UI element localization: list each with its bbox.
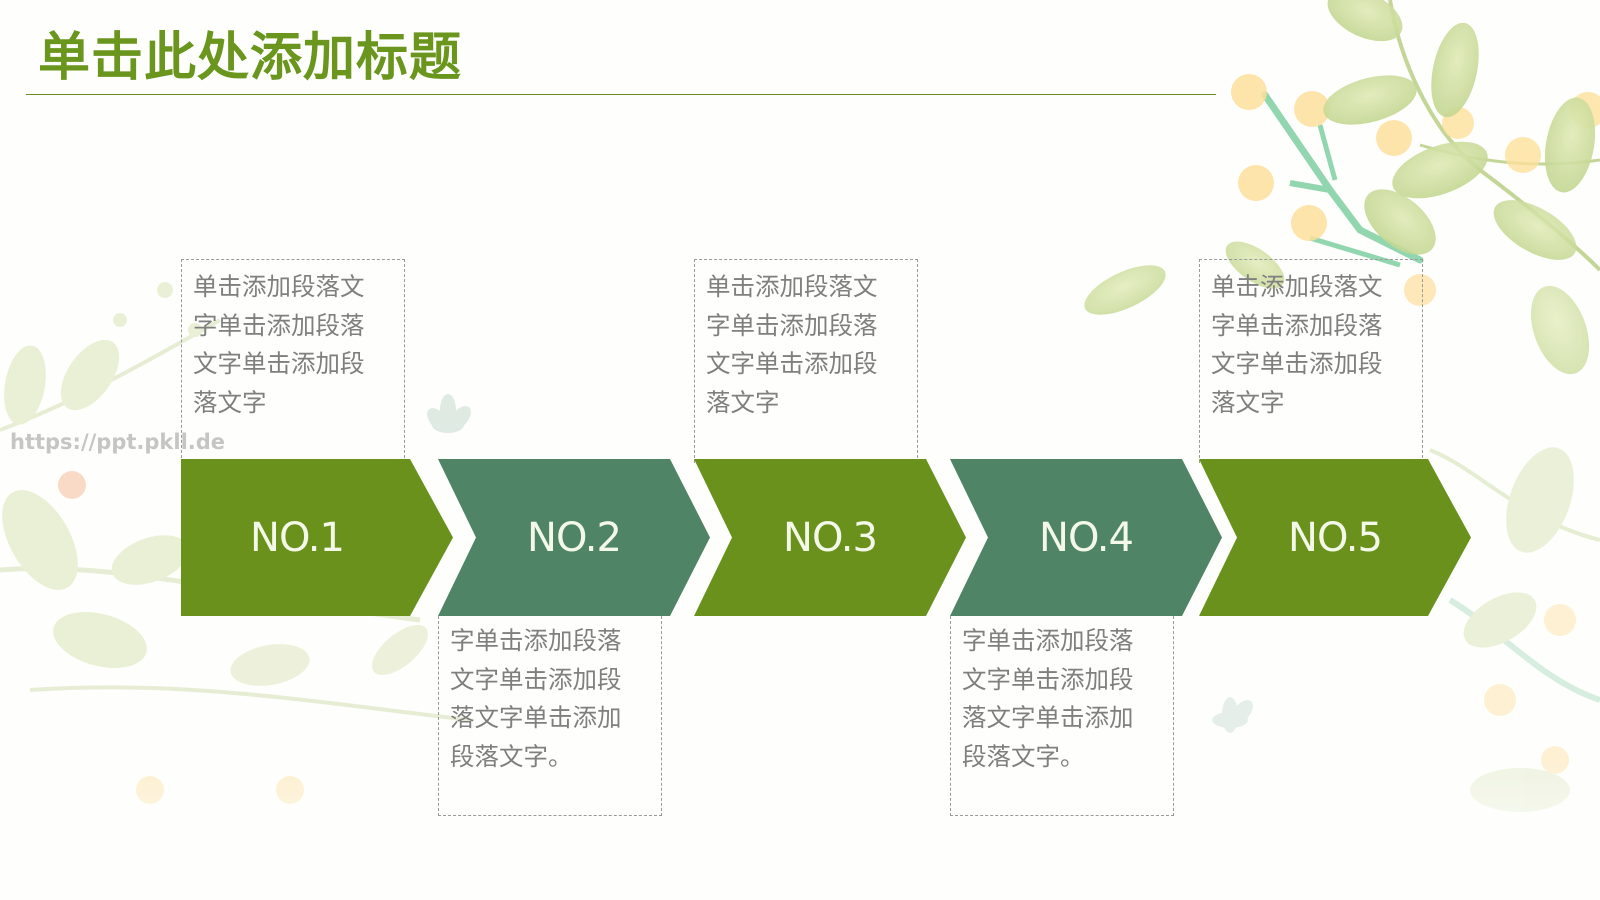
step-4-textbox[interactable]: 字单击添加段落 文字单击添加段 落文字单击添加 段落文字。 <box>950 616 1174 816</box>
step-3-label: NO.3 <box>783 514 878 561</box>
text-line: 落文字单击添加 <box>962 703 1134 732</box>
step-1-textbox[interactable]: 单击添加段落文 字单击添加段落 文字单击添加段 落文字 <box>181 259 405 463</box>
text-line: 落文字 <box>193 387 267 417</box>
step-3-chevron[interactable]: NO.3 <box>694 459 966 616</box>
slide-title[interactable]: 单击此处添加标题 <box>38 28 463 88</box>
text-line: 文字单击添加段 <box>706 349 878 378</box>
text-line: 文字单击添加段 <box>962 664 1134 694</box>
step-5-label: NO.5 <box>1288 514 1383 561</box>
text-line: 落文字 <box>706 387 780 417</box>
chevron-shape <box>438 459 710 616</box>
step-5-textbox[interactable]: 单击添加段落文 字单击添加段落 文字单击添加段 落文字 <box>1199 259 1423 463</box>
chevron-shape <box>694 459 966 616</box>
step-2-textbox[interactable]: 字单击添加段落 文字单击添加段 落文字单击添加 段落文字。 <box>438 616 662 816</box>
text-line: 文字单击添加段 <box>450 664 622 694</box>
text-line: 段落文字。 <box>962 741 1085 771</box>
text-line: 落文字 <box>1211 387 1285 417</box>
step-4-label: NO.4 <box>1039 514 1134 561</box>
text-line: 单击添加段落文 <box>706 272 878 301</box>
step-1-chevron[interactable]: NO.1 <box>181 459 453 616</box>
text-line: 单击添加段落文 <box>1211 272 1383 301</box>
title-underline <box>26 94 1216 95</box>
chevron-shape <box>181 459 453 616</box>
text-line: 文字单击添加段 <box>1211 349 1383 378</box>
chevron-shape <box>950 459 1222 616</box>
text-line: 字单击添加段落 <box>193 310 365 340</box>
text-line: 字单击添加段落 <box>962 626 1134 655</box>
text-line: 文字单击添加段 <box>193 349 365 378</box>
step-2-label: NO.2 <box>527 514 622 561</box>
text-line: 单击添加段落文 <box>193 272 365 301</box>
text-line: 段落文字。 <box>450 741 573 771</box>
step-3-textbox[interactable]: 单击添加段落文 字单击添加段落 文字单击添加段 落文字 <box>694 259 918 463</box>
text-line: 字单击添加段落 <box>706 310 878 340</box>
step-1-label: NO.1 <box>250 514 345 561</box>
step-4-chevron[interactable]: NO.4 <box>950 459 1222 616</box>
text-line: 字单击添加段落 <box>450 626 622 655</box>
step-5-chevron[interactable]: NO.5 <box>1199 459 1471 616</box>
text-line: 字单击添加段落 <box>1211 310 1383 340</box>
watermark-text: https://ppt.pkll.de <box>10 430 226 454</box>
step-2-chevron[interactable]: NO.2 <box>438 459 710 616</box>
chevron-shape <box>1199 459 1471 616</box>
text-line: 落文字单击添加 <box>450 703 622 732</box>
